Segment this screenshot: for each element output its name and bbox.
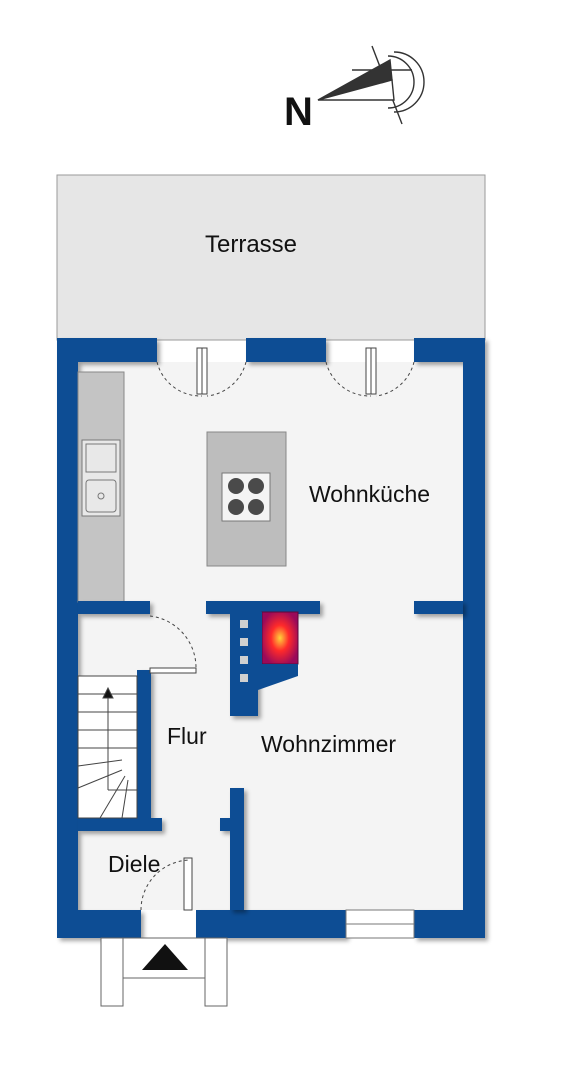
hallway-label: Flur [167, 723, 207, 749]
bottom-window [345, 909, 415, 939]
north-arrow: N [284, 45, 425, 134]
north-letter: N [284, 90, 313, 134]
terrace-area [56, 174, 486, 341]
living-room-label: Wohnzimmer [261, 731, 396, 757]
terrace-door-right [325, 347, 415, 397]
fireplace [240, 611, 299, 690]
sink-icon [81, 439, 121, 517]
outer-walls [57, 338, 485, 938]
entrance-steps [100, 937, 228, 1007]
terrace-label: Terrasse [205, 231, 297, 258]
staircase [77, 675, 138, 819]
hall-kitchen-door [149, 615, 197, 674]
terrace-door-left [156, 347, 247, 397]
cooktop-icon [221, 472, 271, 522]
north-arrow-icon [317, 45, 425, 125]
entrance-arrow-icon [142, 944, 188, 970]
entrance-label: Diele [108, 851, 160, 877]
entrance-door [140, 857, 193, 911]
kitchen-label: Wohnküche [309, 481, 430, 507]
